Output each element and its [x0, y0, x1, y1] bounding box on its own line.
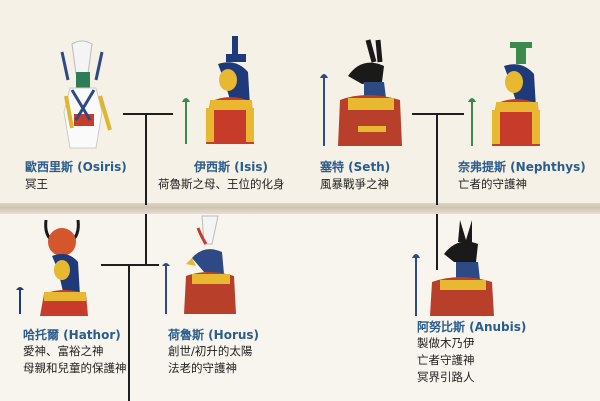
anubis-description-line1: 製做木乃伊 — [417, 336, 475, 350]
descent-line-seth-nephthys — [436, 113, 438, 205]
descent-line-osiris-isis — [145, 113, 147, 205]
anubis-description-line2: 亡者守護神 — [417, 353, 475, 367]
seth-description: 風暴戰爭之神 — [320, 177, 389, 191]
nephthys-description: 亡者的守護神 — [458, 177, 527, 191]
isis-description: 荷魯斯之母、王位的化身 — [158, 177, 285, 191]
anubis-name: 阿努比斯 (Anubis) — [417, 320, 527, 334]
horus-description-line2: 法老的守護神 — [168, 361, 237, 375]
anubis-figure — [408, 218, 498, 318]
marriage-line-osiris-isis — [123, 113, 173, 115]
hathor-name: 哈托爾 (Hathor) — [23, 328, 121, 342]
seth-figure — [318, 38, 408, 148]
seth-name: 塞特 (Seth) — [320, 160, 391, 174]
descent-line-to-anubis — [436, 214, 438, 270]
marriage-line-hathor-horus — [101, 264, 159, 266]
isis-name: 伊西斯 (Isis) — [194, 160, 269, 174]
nephthys-figure — [466, 38, 546, 148]
horus-figure — [162, 214, 242, 316]
descent-line-to-horus — [145, 214, 147, 266]
hathor-figure — [16, 216, 96, 316]
generation-divider — [0, 203, 600, 214]
descent-line-hathor-horus — [128, 264, 130, 401]
isis-figure — [180, 36, 260, 146]
hathor-description-line1: 愛神、富裕之神 — [23, 344, 104, 358]
nephthys-name: 奈弗提斯 (Nephthys) — [458, 160, 586, 174]
osiris-figure — [50, 40, 120, 152]
horus-description-line1: 創世/初升的太陽 — [168, 344, 253, 358]
hathor-description-line2: 母親和兒童的保護神 — [23, 361, 127, 375]
horus-name: 荷魯斯 (Horus) — [168, 328, 260, 342]
marriage-line-seth-nephthys — [412, 113, 464, 115]
osiris-name: 歐西里斯 (Osiris) — [25, 160, 127, 174]
lower-generation-band — [0, 214, 600, 401]
osiris-description: 冥王 — [25, 177, 48, 191]
anubis-description-line3: 冥界引路人 — [417, 370, 475, 384]
